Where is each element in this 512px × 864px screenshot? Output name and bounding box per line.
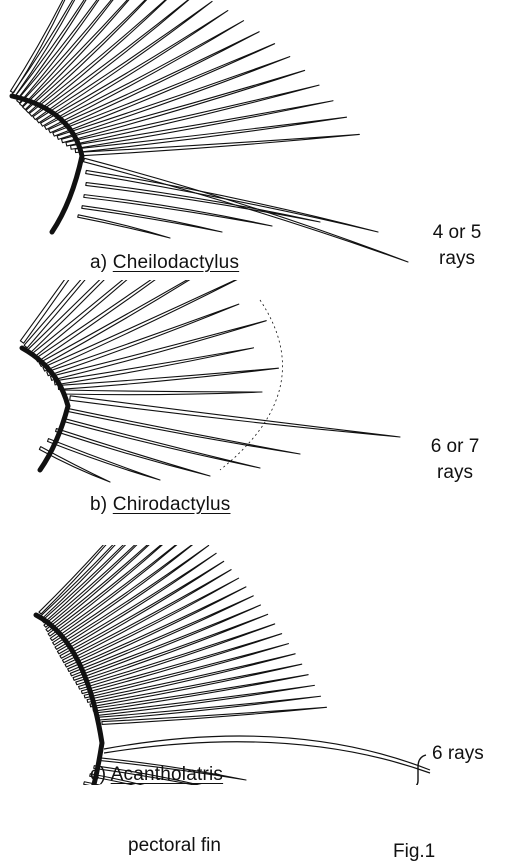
genus-name: Chirodactylus (113, 494, 231, 515)
fin-ray (26, 0, 165, 113)
ray-unit: rays (412, 246, 502, 272)
fin-ray (102, 707, 327, 724)
fin-label: pectoral fin (128, 835, 221, 857)
panel-letter: c) (90, 764, 106, 785)
ray-count-note-b: 6 or 7 rays (405, 434, 505, 486)
ray-count: 6 rays (432, 741, 512, 767)
fin-ray (83, 158, 408, 262)
ray-count-note-a: 4 or 5 rays (412, 220, 502, 272)
panel-letter: a) (90, 252, 107, 273)
panel-letter: b) (90, 494, 107, 515)
ray-count-note-c: 6 rays (432, 741, 512, 767)
fin-ray (53, 44, 275, 136)
genus-name: Acantholatris (111, 764, 223, 785)
fin-ray (51, 321, 267, 381)
figure-number: Fig.1 (393, 841, 435, 863)
fin-ray (66, 85, 319, 146)
ray-count: 6 or 7 (405, 434, 505, 460)
caption-c: c) Acantholatris (90, 764, 223, 786)
fin-ray (47, 304, 239, 376)
fin-ray (93, 675, 308, 712)
genus-name: Cheilodactylus (113, 252, 239, 273)
fin-ray (68, 587, 246, 672)
caption-b: b) Chirodactylus (90, 494, 231, 516)
fin-base-outline (36, 615, 102, 785)
fin-ray (62, 390, 262, 395)
ray-count: 4 or 5 (412, 220, 502, 246)
brace-bracket (410, 755, 426, 785)
ray-unit: rays (405, 460, 505, 486)
fin-ray (70, 396, 400, 437)
fin-ray (20, 280, 154, 343)
caption-a: a) Cheilodactylus (90, 252, 239, 274)
fin-ray (65, 578, 238, 667)
fin-ray (82, 206, 222, 232)
fin-base-outline (22, 348, 68, 470)
